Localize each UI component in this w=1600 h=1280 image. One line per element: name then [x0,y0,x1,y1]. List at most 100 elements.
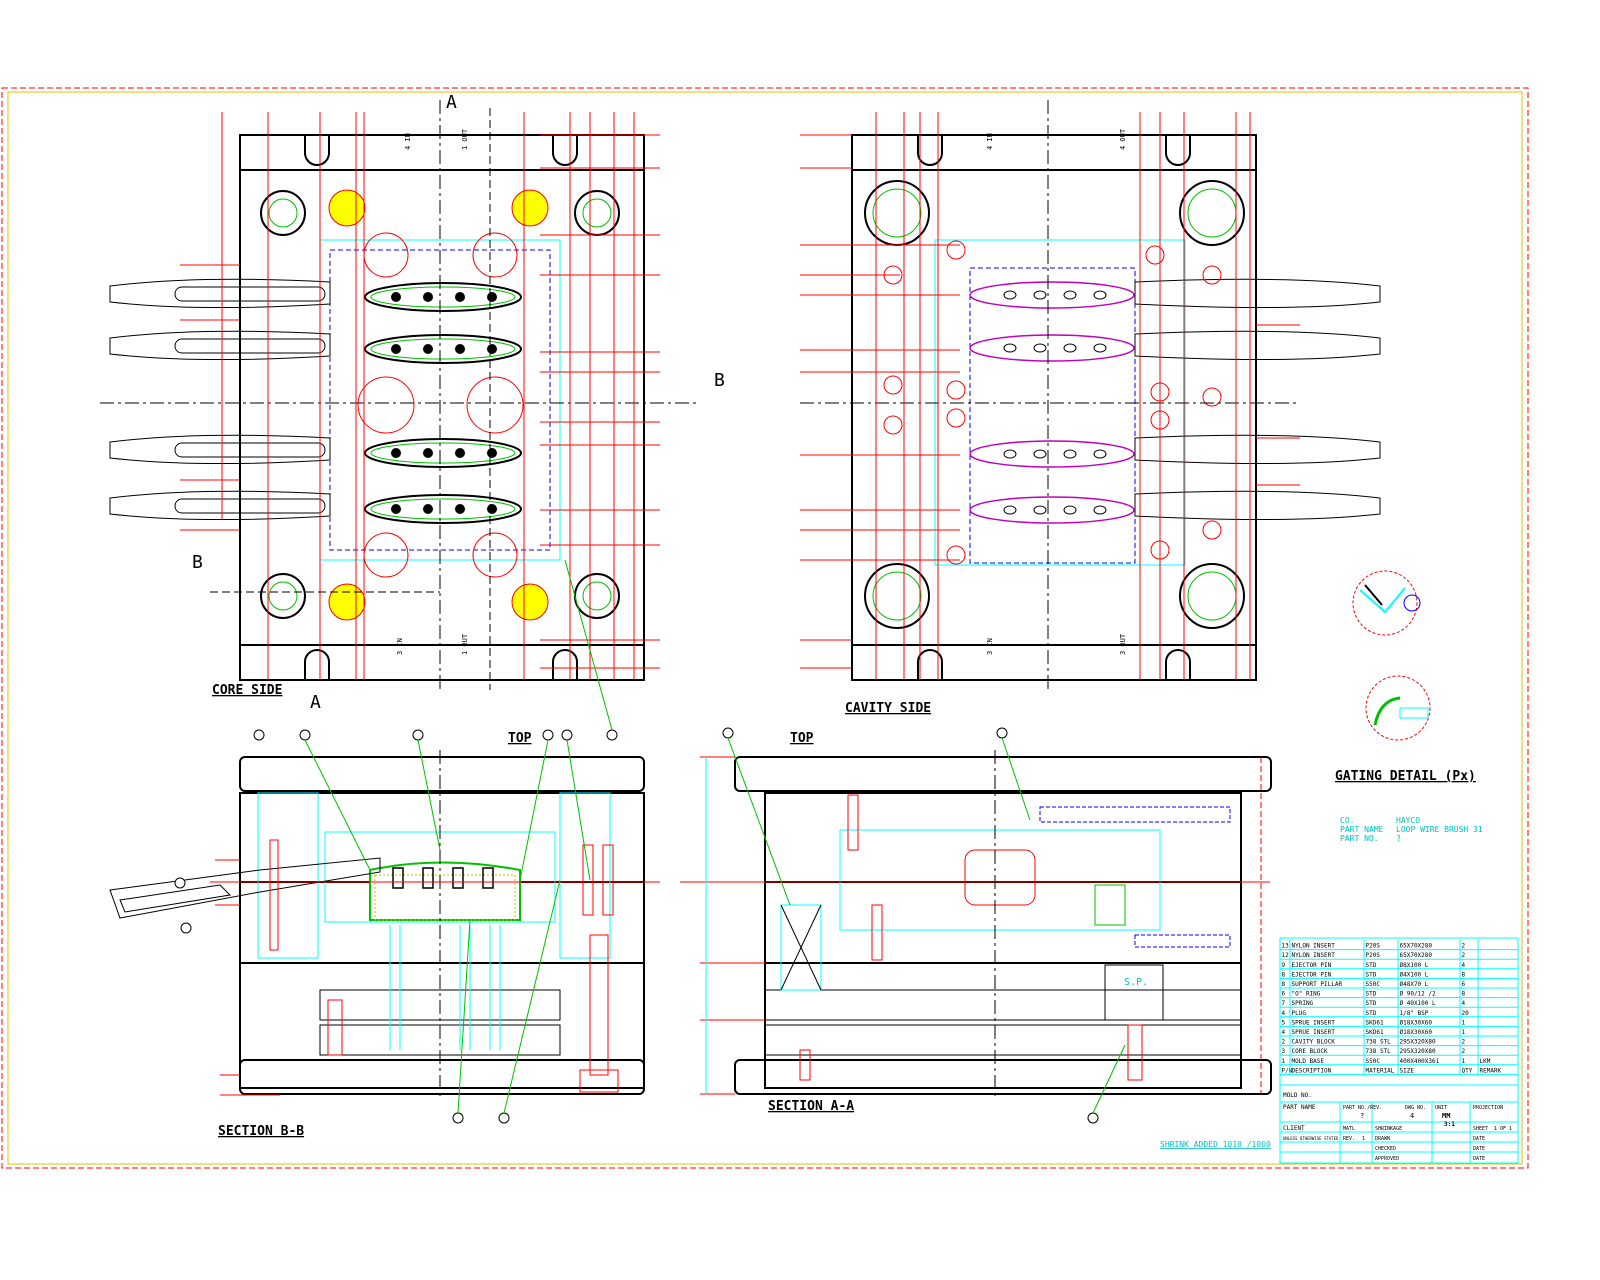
bom-cell: 738 STL [1366,1048,1392,1055]
part-info-co-label: CO. [1340,816,1354,825]
top-label-right: TOP [790,731,814,746]
bom-cell: CORE BLOCK [1292,1048,1329,1055]
bom-cell: LKM [1480,1058,1491,1065]
bom-cell: 295X320X80 [1400,1039,1437,1046]
bom-cell: Ø 40X100 L [1400,1000,1437,1007]
guide-bush [864,563,930,629]
bom-cell: Ø4X100 L [1400,971,1429,978]
bom-cell: STD [1366,1000,1377,1007]
handle-row [109,278,522,312]
part-info-no-label: PART NO. [1340,834,1379,843]
bom-cell: SUPPORT PILLAR [1292,981,1343,988]
handle-row [109,490,522,524]
handle-row [969,278,1381,309]
bom-cell: 8 [1462,991,1466,998]
tb-drawn: DRAWN [1375,1136,1390,1142]
bom-cell: 295X320X80 [1400,1048,1437,1055]
tb-scale-value: 3:1 [1444,1121,1455,1128]
bom-cell: SKD61 [1366,1019,1384,1026]
bom-cell: STD [1366,991,1377,998]
sheet-border [1,87,1529,1169]
bom-cell: P20S [1366,952,1381,959]
bom-cell: SPRUE INSERT [1292,1029,1336,1036]
bom-cell: Ø48X70 L [1400,981,1429,988]
gating-detail-label: GATING DETAIL (Px) [1335,769,1476,784]
bom-cell: 12 [1282,952,1290,959]
guide-hole [260,573,306,619]
handle-row [969,330,1381,362]
section-aa-view [680,750,1272,1100]
bom-cell: 738 STL [1366,1039,1392,1046]
cavity-dim-label: 4 IN [986,133,994,150]
tb-rev-value: 1 [1362,1136,1365,1142]
guide-hole [574,573,620,619]
part-info-name-value: LOOP WIRE BRUSH 31 [1396,825,1483,834]
bom-cell: 4 [1282,1010,1286,1017]
tb-date: DATE [1473,1146,1485,1152]
bom-cell: 65X70X280 [1400,952,1433,959]
handle-row [109,434,522,468]
tb-dwg-no-value: 4 [1410,1112,1414,1120]
tb-sheet-value: 1 OF 1 [1494,1126,1512,1132]
core-dim-label: 4 IN [404,133,412,150]
callout-bubbles [174,727,1099,1124]
shrink-note: SHRINK ADDED 1010 /1000 [1160,1140,1271,1149]
guide-hole [260,190,306,236]
bom-cell: EJECTOR PIN [1292,971,1332,978]
guide-bush [1179,563,1245,629]
cavity-plate [851,134,1257,681]
bom-cell: 2 [1462,1039,1466,1046]
tb-date: DATE [1473,1156,1485,1162]
bom-cell: Ø8X100 L [1400,962,1429,969]
bom-cell: CAVITY BLOCK [1292,1039,1336,1046]
bom-header-cell: DESCRIPTION [1292,1067,1332,1074]
guide-hole [574,190,620,236]
title-block-lower [1280,1084,1518,1163]
tb-date: DATE [1473,1136,1485,1142]
tb-projection: PROJECTION [1473,1105,1503,1111]
bom-cell: 4 [1462,962,1466,969]
section-aa-label: SECTION A-A [768,1099,854,1114]
bom-cell: SPRING [1292,1000,1314,1007]
bom-cell: Ø18X30X60 [1400,1019,1433,1026]
tb-dwg-no: DWG NO. [1405,1105,1426,1111]
bom-cell: 3 [1282,1048,1286,1055]
bom-cell: 2 [1462,943,1466,950]
bom-header-cell: REMARK [1480,1067,1502,1074]
tb-sheet: SHEET [1473,1126,1488,1132]
bom-cell: 1/8" BSP [1400,1010,1429,1017]
section-marker-a-top: A [446,92,457,113]
cavity-dim-label: 4 OUT [1119,128,1127,150]
bom-cell: Ø 90/12 /2 [1400,991,1437,998]
tb-tol-note: UNLESS OTHERWISE STATED [1283,1136,1339,1141]
bom-header-cell: SIZE [1400,1067,1415,1074]
gating-detail-2 [1365,675,1431,741]
core-plate [239,134,645,681]
bom-cell: MOLD BASE [1292,1058,1325,1065]
bom-header-cell: MATERIAL [1366,1067,1395,1074]
handle-row [109,330,522,364]
bom-cell: 7 [1282,1000,1286,1007]
bom-cell: 6 [1282,991,1286,998]
tb-rev: REV. [1343,1136,1355,1142]
bom-cell: STD [1366,971,1377,978]
core-side-label: CORE SIDE [212,683,282,698]
tb-part-name: PART NAME [1283,1104,1316,1111]
bom-cell: 65X70X280 [1400,943,1433,950]
section-bb-label: SECTION B-B [218,1124,304,1139]
cavity-side-view [800,100,1381,690]
bom-cell: 8 [1282,981,1286,988]
core-dim-label: 1 OUT [461,633,469,655]
inner-border [7,91,1523,1165]
bom-cell: 1 [1462,1019,1466,1026]
tb-mold-no: MOLD NO. [1283,1092,1312,1099]
bom-cell: 20 [1462,1010,1470,1017]
tb-unit: UNIT [1435,1105,1447,1111]
tb-part-no-value: ? [1360,1112,1364,1120]
tb-unit-value: MM [1442,1112,1450,1120]
core-dim-label: 3 IN [396,638,404,655]
bom-cell: 1 [1282,1058,1286,1065]
bom-cell: STD [1366,962,1377,969]
part-info-name-label: PART NAME [1340,825,1384,834]
